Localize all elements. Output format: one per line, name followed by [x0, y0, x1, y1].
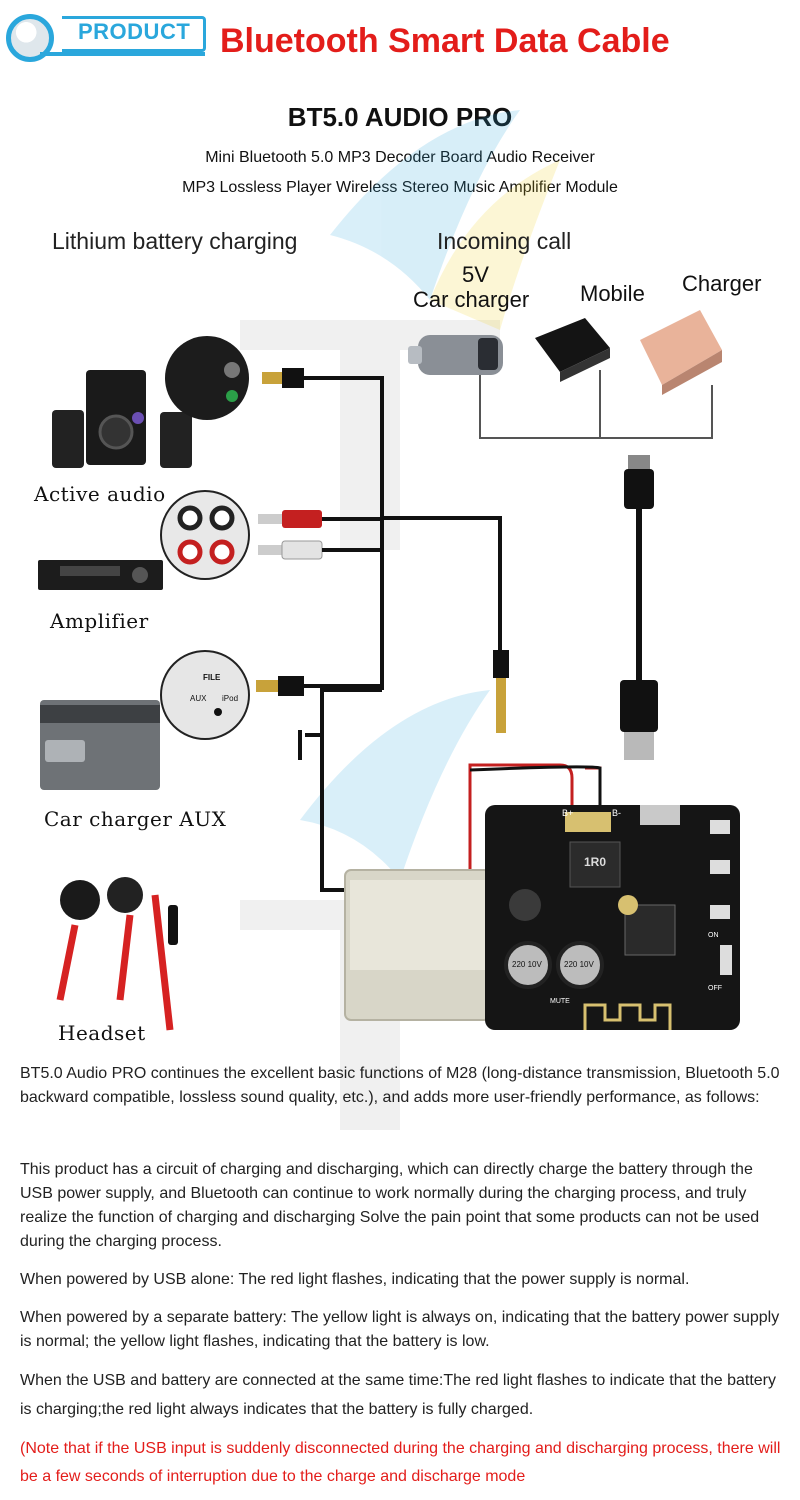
- label-mobile: Mobile: [580, 281, 645, 306]
- product-subtitle-line2: MP3 Lossless Player Wireless Stereo Musi…: [182, 179, 618, 196]
- logo-underline: [40, 52, 205, 56]
- jack-file-label: FILE: [203, 673, 221, 682]
- board-on-label: ON: [708, 932, 719, 939]
- decoder-board-icon: [485, 805, 740, 1030]
- label-5v: 5V: [462, 262, 489, 287]
- label-charger: Charger: [682, 271, 762, 296]
- label-car-charger-aux: Car charger AUX: [44, 807, 227, 831]
- aux-jack-panel-icon: [165, 336, 249, 420]
- logo-frame: [62, 16, 206, 52]
- board-inductor-label: 1R0: [584, 855, 607, 869]
- jack-aux-label: AUX: [190, 694, 207, 703]
- aux-plug-car: [256, 676, 304, 696]
- lithium-battery-icon: [344, 869, 491, 1021]
- label-battery-charging: Lithium battery charging: [52, 228, 298, 254]
- board-mute-label: MUTE: [550, 998, 570, 1005]
- power-bank-icon: [640, 310, 722, 395]
- amplifier-icon: [38, 560, 163, 590]
- label-car-charger: Car charger: [413, 287, 530, 312]
- usb-cable-icon: [620, 455, 658, 760]
- description-paragraph-3: When powered by USB alone: The red light…: [20, 1271, 690, 1288]
- watermark-swoosh: [300, 110, 560, 880]
- active-speaker-icon: [52, 370, 192, 468]
- description-paragraph-1: BT5.0 Audio PRO continues the excellent …: [20, 1065, 780, 1106]
- headset-icon: [56, 877, 178, 1031]
- description-paragraph-4: When powered by a separate battery: The …: [20, 1309, 780, 1350]
- page-title: Bluetooth Smart Data Cable: [220, 22, 670, 60]
- board-off-label: OFF: [708, 985, 722, 992]
- label-amplifier: Amplifier: [50, 609, 149, 633]
- mobile-adapter-icon: [535, 318, 610, 382]
- charger-wires: [479, 370, 713, 439]
- car-charger-icon: [408, 335, 503, 375]
- description-note: (Note that if the USB input is suddenly …: [20, 1440, 781, 1485]
- aux-plug-top: [262, 368, 304, 388]
- car-aux-panel-icon: [40, 650, 250, 790]
- description-paragraph-2: This product has a circuit of charging a…: [20, 1161, 760, 1250]
- description-paragraph-5: When the USB and battery are connected a…: [20, 1372, 776, 1418]
- board-cap-right-label: 220 10V: [564, 960, 594, 969]
- product-subtitle-line1: Mini Bluetooth 5.0 MP3 Decoder Board Aud…: [205, 149, 595, 166]
- jack-ipod-label: iPod: [222, 694, 239, 703]
- logo-ring-icon: [6, 14, 54, 62]
- battery-wire-black: [469, 765, 602, 812]
- logo-label: PRODUCT: [78, 19, 191, 44]
- label-active-audio: Active audio: [34, 482, 166, 506]
- audio-cables: [298, 376, 502, 892]
- board-cap-left-label: 220 10V: [512, 960, 542, 969]
- label-incoming-call: Incoming call: [437, 228, 572, 254]
- rca-panel-icon: [160, 490, 250, 580]
- product-heading: BT5.0 AUDIO PRO: [287, 102, 513, 132]
- board-bminus-label: B-: [612, 808, 621, 818]
- rca-plugs: [258, 510, 323, 560]
- aux-plug-down: [493, 650, 509, 733]
- label-headset: Headset: [58, 1021, 146, 1045]
- board-bplus-label: B+: [562, 808, 574, 818]
